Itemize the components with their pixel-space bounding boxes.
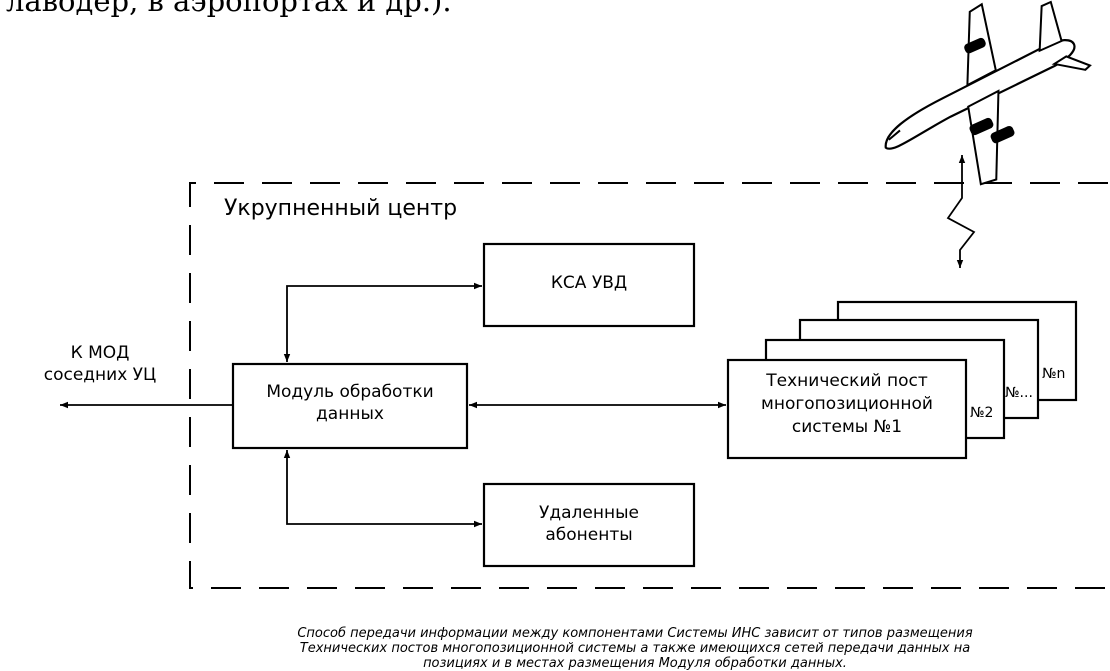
post-number-etc: №... bbox=[1005, 385, 1033, 401]
aircraft-icon bbox=[884, 0, 1092, 186]
ksa-uvd-block bbox=[482, 242, 696, 328]
link-module-remote bbox=[283, 450, 482, 528]
technical-post-label-line1: Технический пост bbox=[766, 371, 928, 391]
remote-subscribers-block bbox=[482, 482, 696, 568]
caption-line: Способ передачи информации между компоне… bbox=[297, 626, 973, 641]
external-link-label-line1: К МОД bbox=[70, 343, 130, 363]
top-text-fragment: лаводер, в аэропортах и др.). bbox=[6, 0, 452, 18]
region-label: Укрупненный центр bbox=[224, 196, 458, 221]
post-number-n: №n bbox=[1042, 366, 1066, 382]
region-boundary bbox=[189, 182, 1108, 589]
data-module-block bbox=[231, 362, 469, 450]
technical-post-label-line3: системы №1 bbox=[791, 417, 903, 437]
remote-subscribers-label-line2: абоненты bbox=[545, 525, 633, 545]
data-module-label-line1: Модуль обработки bbox=[266, 382, 434, 402]
post-number-2: №2 bbox=[970, 405, 994, 421]
link-module-ksa bbox=[283, 282, 482, 362]
technical-post-block-1 bbox=[726, 358, 968, 460]
remote-subscribers-label-line1: Удаленные bbox=[539, 503, 639, 523]
radio-link bbox=[946, 155, 976, 268]
external-link-label-line2: соседних УЦ bbox=[43, 365, 157, 385]
data-module-label-line2: данных bbox=[316, 404, 384, 424]
caption-line: позициях и в местах размещения Модуля об… bbox=[423, 656, 847, 671]
ksa-uvd-label: КСА УВД bbox=[550, 273, 628, 293]
diagram-caption: Способ передачи информации между компоне… bbox=[170, 626, 1100, 671]
caption-line: Технических постов многопозиционной сист… bbox=[299, 641, 971, 656]
technical-post-label-line2: многопозиционной bbox=[761, 394, 933, 414]
